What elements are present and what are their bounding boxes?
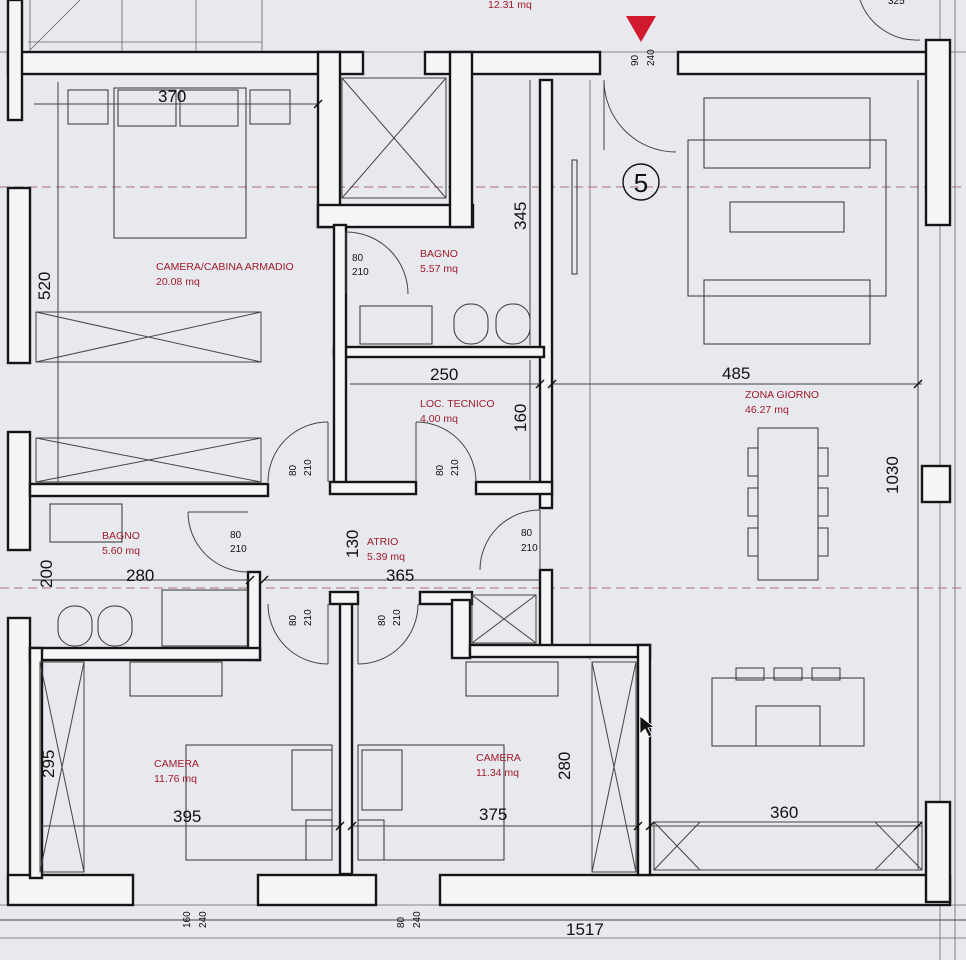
door-7-h: 210 bbox=[392, 609, 403, 626]
dim-360: 360 bbox=[770, 803, 798, 822]
dim-160: 160 bbox=[511, 404, 530, 432]
dim-250: 250 bbox=[430, 365, 458, 384]
dim-370: 370 bbox=[158, 87, 186, 106]
dim-280-horizontal: 280 bbox=[126, 566, 154, 585]
room-name-atrio: ATRIO bbox=[367, 536, 398, 548]
top-right-partial-dim: 325 bbox=[888, 0, 905, 7]
window-bottom-1-h: 240 bbox=[198, 911, 209, 928]
room-name-bagno-1: BAGNO bbox=[420, 248, 458, 260]
dimension-ticks bbox=[245, 99, 923, 831]
dim-130: 130 bbox=[343, 530, 362, 558]
mouse-cursor-icon bbox=[639, 715, 655, 738]
stair-hatch bbox=[28, 0, 263, 52]
shaft-cross bbox=[341, 77, 447, 199]
door-7-w: 80 bbox=[377, 614, 388, 626]
window-bottom-1-w: 160 bbox=[182, 911, 193, 928]
dim-375: 375 bbox=[479, 805, 507, 824]
furniture bbox=[49, 87, 887, 861]
room-name-camera-cabina: CAMERA/CABINA ARMADIO bbox=[156, 261, 294, 273]
room-area-bagno-2: 5.60 mq bbox=[102, 545, 140, 557]
walls bbox=[6, 0, 952, 907]
dim-1517: 1517 bbox=[566, 920, 604, 939]
wardrobe-hatches bbox=[35, 311, 923, 873]
room-name-loc-tecnico: LOC. TECNICO bbox=[420, 398, 494, 410]
door-4-w: 80 bbox=[230, 530, 242, 541]
dim-280-vertical: 280 bbox=[555, 752, 574, 780]
door-entrance-w: 90 bbox=[630, 54, 641, 66]
window-bottom-2-w: 80 bbox=[396, 916, 407, 928]
door-5-h: 210 bbox=[521, 543, 538, 554]
door-6-w: 80 bbox=[288, 614, 299, 626]
room-area-camera-1: 11.76 mq bbox=[154, 773, 197, 785]
door-3-w: 80 bbox=[435, 464, 446, 476]
room-area-loc-tecnico: 4.00 mq bbox=[420, 413, 458, 425]
dim-1030: 1030 bbox=[883, 456, 902, 494]
dim-365: 365 bbox=[386, 566, 414, 585]
room-area-camera-cabina: 20.08 mq bbox=[156, 276, 200, 288]
door-5-w: 80 bbox=[521, 528, 533, 539]
unit-number-circle bbox=[622, 163, 660, 201]
door-entrance-h: 240 bbox=[646, 49, 657, 66]
room-area-atrio: 5.39 mq bbox=[367, 551, 405, 563]
door-4-h: 210 bbox=[230, 544, 247, 555]
door-swings bbox=[187, 0, 921, 665]
room-top-area: 12.31 mq bbox=[488, 0, 532, 11]
dim-395: 395 bbox=[173, 807, 201, 826]
door-1-h: 210 bbox=[352, 267, 369, 278]
dimension-lines bbox=[0, 80, 966, 921]
room-name-camera-2: CAMERA bbox=[476, 752, 521, 764]
dim-295: 295 bbox=[39, 750, 58, 778]
room-area-camera-2: 11.34 mq bbox=[476, 767, 519, 779]
dim-200: 200 bbox=[37, 560, 56, 588]
room-name-camera-1: CAMERA bbox=[154, 758, 199, 770]
unit-entrance-marker bbox=[626, 16, 656, 42]
door-2-w: 80 bbox=[288, 464, 299, 476]
door-2-h: 210 bbox=[303, 459, 314, 476]
unit-number: 5 bbox=[634, 168, 648, 198]
room-name-bagno-2: BAGNO bbox=[102, 530, 140, 542]
room-area-zona-giorno: 46.27 mq bbox=[745, 404, 789, 416]
dim-520: 520 bbox=[35, 272, 54, 300]
door-1-w: 80 bbox=[352, 253, 364, 264]
room-name-zona-giorno: ZONA GIORNO bbox=[745, 389, 819, 401]
door-6-h: 210 bbox=[303, 609, 314, 626]
dim-345: 345 bbox=[511, 202, 530, 230]
room-area-bagno-1: 5.57 mq bbox=[420, 263, 458, 275]
window-bottom-2-h: 240 bbox=[412, 911, 423, 928]
dim-485: 485 bbox=[722, 364, 750, 383]
door-3-h: 210 bbox=[450, 459, 461, 476]
